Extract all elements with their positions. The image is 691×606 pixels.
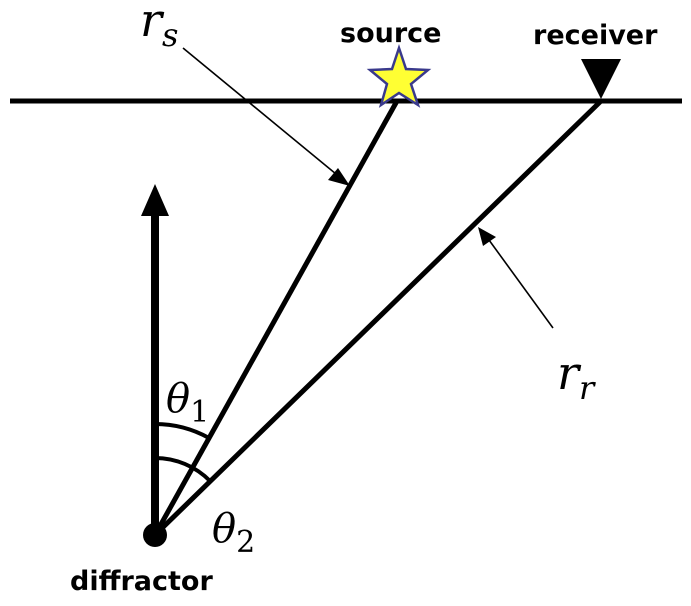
rs-symbol: rs <box>140 0 178 54</box>
vertical-arrow-head <box>141 184 169 216</box>
source-ray <box>152 99 400 537</box>
diffractor-label: diffractor <box>70 566 213 597</box>
theta2-symbol-base: θ <box>212 506 236 552</box>
theta2-symbol-sub: 2 <box>236 525 255 560</box>
source-label: source <box>340 18 441 49</box>
rs-pointer-head <box>328 168 350 186</box>
theta2-arc <box>154 455 212 483</box>
triangle-down-icon <box>581 59 621 99</box>
receiver-ray <box>153 99 603 537</box>
theta2-symbol: θ2 <box>212 506 255 560</box>
theta1-arc <box>154 421 210 440</box>
rr-symbol-sub: r <box>579 369 596 407</box>
rr-symbol: rr <box>557 346 596 407</box>
diffractor-point <box>143 523 167 547</box>
rs-symbol-base: r <box>140 0 165 47</box>
theta1-symbol-sub: 1 <box>190 395 209 430</box>
receiver-label: receiver <box>533 20 658 51</box>
rr-symbol-base: r <box>557 346 582 400</box>
star-icon <box>366 44 432 108</box>
rs-pointer-line <box>182 47 337 175</box>
theta1-symbol-base: θ <box>166 376 190 422</box>
theta1-symbol: θ1 <box>166 376 209 430</box>
rr-pointer-head <box>478 227 496 246</box>
rr-pointer-line <box>488 239 554 329</box>
rs-symbol-sub: s <box>162 16 178 54</box>
